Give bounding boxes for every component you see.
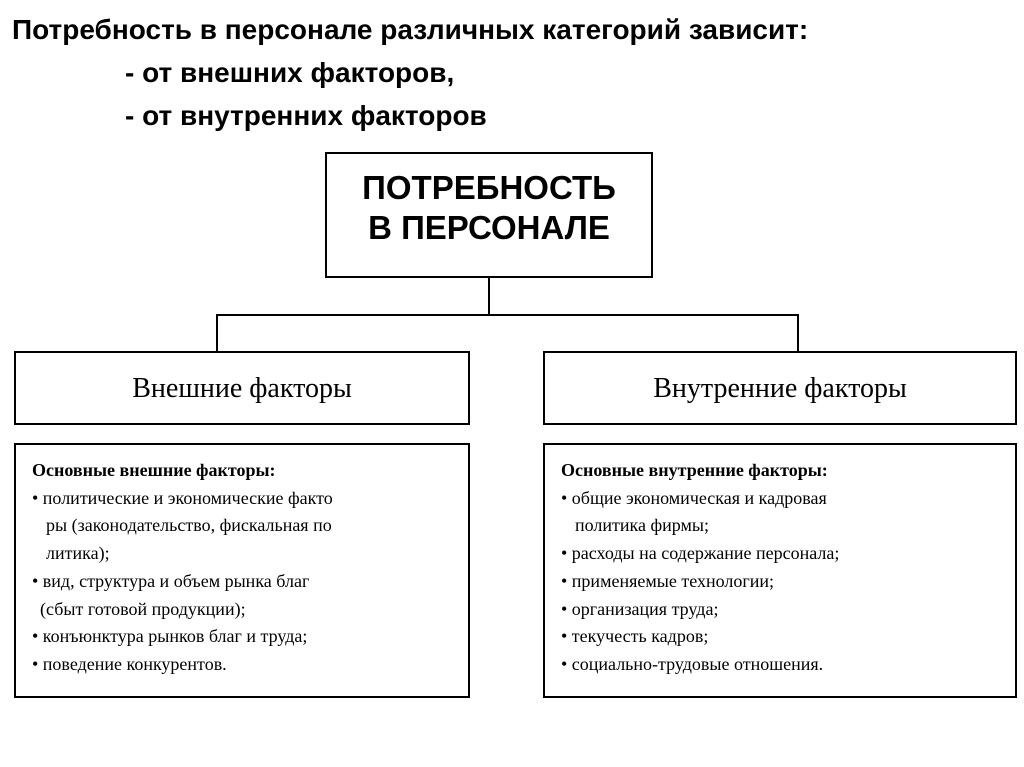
external-list-title: Основные внешние факторы: (32, 460, 276, 480)
list-item: ры (законодательство, фискальная по (46, 515, 332, 536)
internal-list-title: Основные внутренние факторы: (561, 460, 828, 480)
heading: Потребность в персонале различных катего… (12, 12, 809, 131)
list-item: • политические и экономические факто (32, 487, 333, 508)
internal-factors-list: Основные внутренние факторы: • общие эко… (543, 443, 1017, 698)
list-item: • поведение конкурентов. (32, 653, 227, 674)
internal-factors-node: Внутренние факторы (543, 351, 1017, 425)
list-item: • конъюнктура рынков благ и труда; (32, 626, 308, 647)
list-item: (сбыт готовой продукции); (40, 598, 246, 619)
heading-line-3: - от внутренних факторов (125, 100, 487, 131)
list-item: политика фирмы; (575, 515, 709, 536)
list-item: • расходы на содержание персонала; (561, 543, 840, 564)
list-item: • общие экономическая и кадровая (561, 487, 827, 508)
list-item: • организация труда; (561, 598, 719, 619)
list-item: • текучесть кадров; (561, 626, 709, 647)
list-item: • вид, структура и объем рынка благ (32, 570, 310, 591)
list-item: литика); (46, 543, 110, 564)
root-line-2: В ПЕРСОНАЛЕ (368, 209, 610, 246)
external-factors-list: Основные внешние факторы: • политические… (14, 443, 470, 698)
root-node: ПОТРЕБНОСТЬ В ПЕРСОНАЛЕ (325, 152, 653, 278)
root-line-1: ПОТРЕБНОСТЬ (362, 169, 616, 206)
external-factors-node: Внешние факторы (14, 351, 470, 425)
heading-line-2: - от внешних факторов, (125, 57, 455, 88)
list-item: • социально-трудовые отношения. (561, 653, 824, 674)
heading-line-1: Потребность в персонале различных катего… (12, 14, 809, 45)
list-item: • применяемые технологии; (561, 570, 774, 591)
